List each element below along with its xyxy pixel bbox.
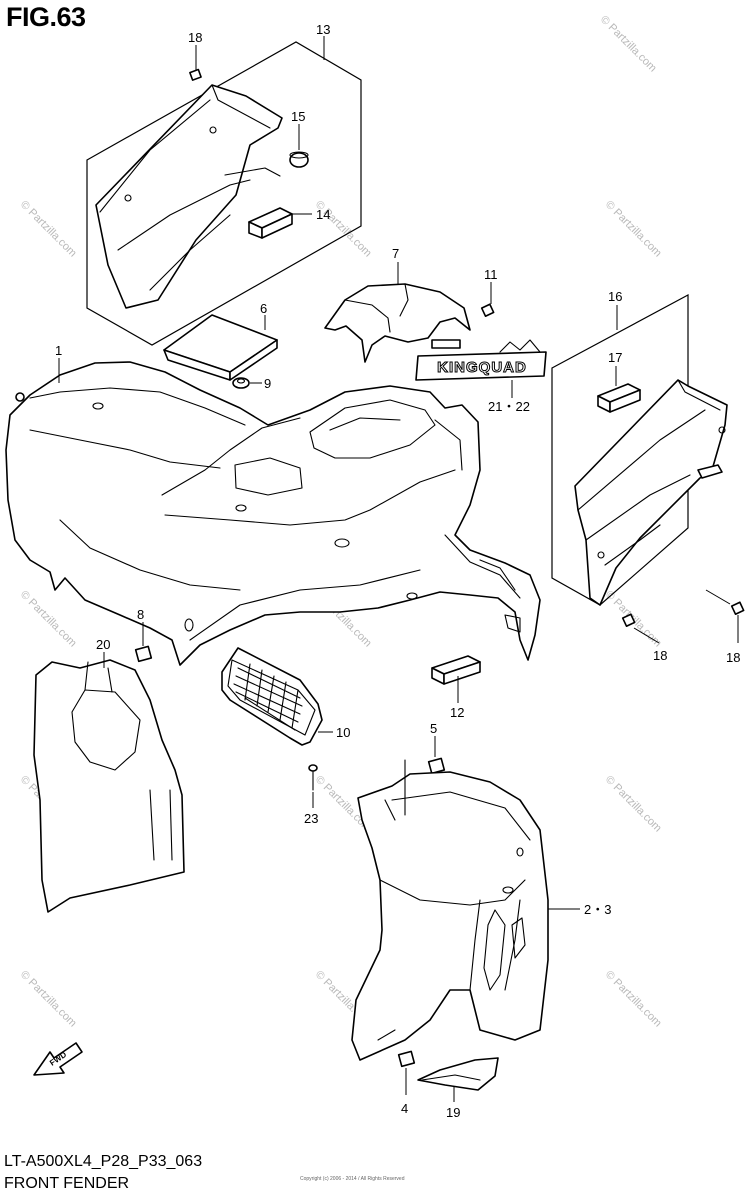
callout-10: 10 xyxy=(336,725,350,740)
group-box-13 xyxy=(86,41,362,346)
callout-17: 17 xyxy=(608,350,622,365)
callout-16: 16 xyxy=(608,289,622,304)
grommet-15 xyxy=(289,152,309,168)
lid-6 xyxy=(163,314,278,381)
watermark: © Partzilla.com xyxy=(603,969,664,1030)
watermark: © Partzilla.com xyxy=(18,199,79,260)
fwd-arrow-icon: FWD xyxy=(33,1042,83,1076)
callout-6: 6 xyxy=(260,301,267,316)
callout-2-3: 2・3 xyxy=(584,902,611,917)
right-inner-panel-part-16 xyxy=(574,379,728,606)
left-inner-panel-part-13 xyxy=(95,84,283,309)
callout-18: 18 xyxy=(726,650,740,665)
inner-guard-20 xyxy=(33,652,185,913)
callout-4: 4 xyxy=(401,1101,408,1116)
bolt-11 xyxy=(480,282,495,318)
strip-19 xyxy=(417,1057,499,1102)
bolt-5 xyxy=(427,736,446,775)
bolt-18-top xyxy=(189,45,202,81)
front-fender-part-1 xyxy=(5,358,541,666)
watermark: © Partzilla.com xyxy=(603,199,664,260)
callout-21-22: 21・22 xyxy=(488,399,530,414)
callout-20: 20 xyxy=(96,637,110,652)
watermark: © Partzilla.com xyxy=(18,969,79,1030)
watermark: © Partzilla.com xyxy=(603,774,664,835)
cover-7 xyxy=(324,262,471,363)
callout-1: 1 xyxy=(55,343,62,358)
screw-23 xyxy=(308,764,318,808)
bolt-4 xyxy=(397,1050,416,1095)
callout-labels: 13 18 15 14 7 11 6 1 9 21・22 16 17 8 20 … xyxy=(55,22,740,1120)
callout-23: 23 xyxy=(304,811,318,826)
mesh-grille-10 xyxy=(221,647,333,746)
group-16-right-inner-panel xyxy=(551,293,728,606)
callout-8: 8 xyxy=(137,607,144,622)
decal-text: KINGQUAD xyxy=(437,359,527,376)
callout-18: 18 xyxy=(188,30,202,45)
callout-13: 13 xyxy=(316,22,330,37)
callout-12: 12 xyxy=(450,705,464,720)
model-code: LT-A500XL4_P28_P33_063 xyxy=(4,1153,203,1170)
callout-19: 19 xyxy=(446,1105,460,1120)
callout-7: 7 xyxy=(392,246,399,261)
figure-name: FRONT FENDER xyxy=(4,1175,130,1192)
mud-guard-2-3 xyxy=(351,759,580,1061)
group-13-left-inner-panel xyxy=(86,41,362,346)
callout-18: 18 xyxy=(653,648,667,663)
bolt-8 xyxy=(134,622,153,663)
callout-15: 15 xyxy=(291,109,305,124)
watermark: © Partzilla.com xyxy=(18,589,79,650)
group-box-16 xyxy=(551,293,689,606)
callout-14: 14 xyxy=(316,207,330,222)
decal-21-22: KINGQUAD xyxy=(415,339,547,398)
cover-part-7 xyxy=(324,283,471,363)
copyright-line: Copyright (c) 2006 - 2014 / All Rights R… xyxy=(300,1176,405,1182)
callout-11: 11 xyxy=(484,267,498,282)
bolts-18-right xyxy=(621,589,745,644)
watermark: © Partzilla.com xyxy=(598,14,659,75)
pad-12 xyxy=(431,655,481,703)
callout-5: 5 xyxy=(430,721,437,736)
callout-9: 9 xyxy=(264,376,271,391)
figure-title: FIG.63 xyxy=(6,2,86,32)
